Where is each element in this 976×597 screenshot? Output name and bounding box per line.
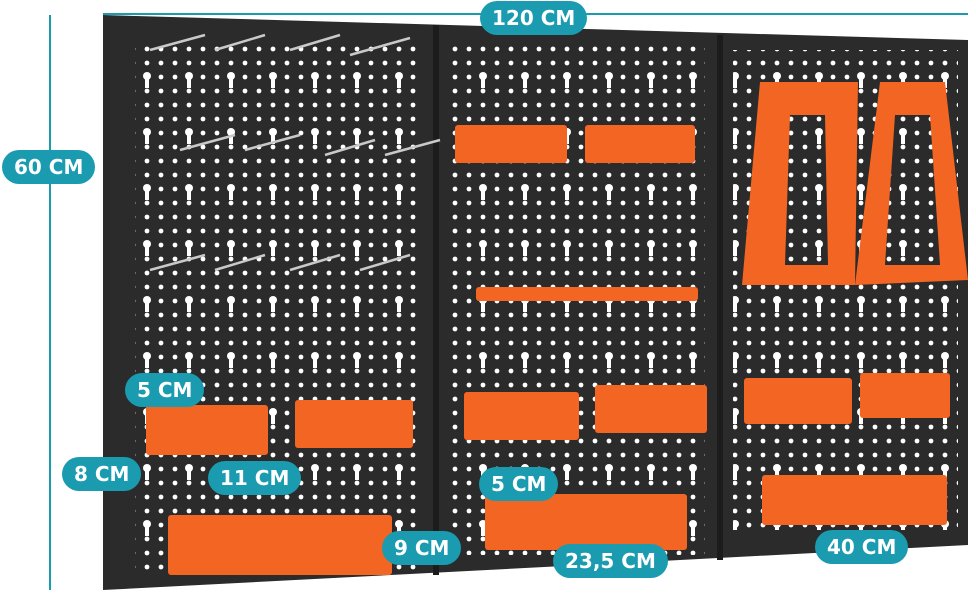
bin xyxy=(485,494,687,550)
width-total-label: 120 CM xyxy=(480,1,588,35)
height-total-label: 60 CM xyxy=(2,150,96,184)
bin xyxy=(464,392,579,440)
small-bin-width-label: 11 CM xyxy=(208,461,302,495)
bin xyxy=(860,373,950,418)
bin xyxy=(744,378,852,424)
small-bin-depth-label: 8 CM xyxy=(62,457,142,491)
bin xyxy=(585,125,695,163)
bin xyxy=(295,400,413,448)
bin xyxy=(762,475,947,525)
wrench-holder xyxy=(855,82,968,285)
wrench-holder xyxy=(742,82,858,285)
shelf xyxy=(476,287,698,301)
bin xyxy=(455,125,567,163)
bins xyxy=(146,82,968,575)
bin xyxy=(595,385,707,433)
small-bin-height-label: 5 CM xyxy=(125,373,205,407)
long-bin-width-label: 23,5 CM xyxy=(553,544,668,578)
long-bin-depth-label: 9 CM xyxy=(382,531,462,565)
bin xyxy=(146,405,268,455)
panel-width-label: 40 CM xyxy=(815,530,909,564)
long-bin-height-label: 5 CM xyxy=(479,467,559,501)
hooks xyxy=(149,33,441,272)
bin xyxy=(168,515,392,575)
